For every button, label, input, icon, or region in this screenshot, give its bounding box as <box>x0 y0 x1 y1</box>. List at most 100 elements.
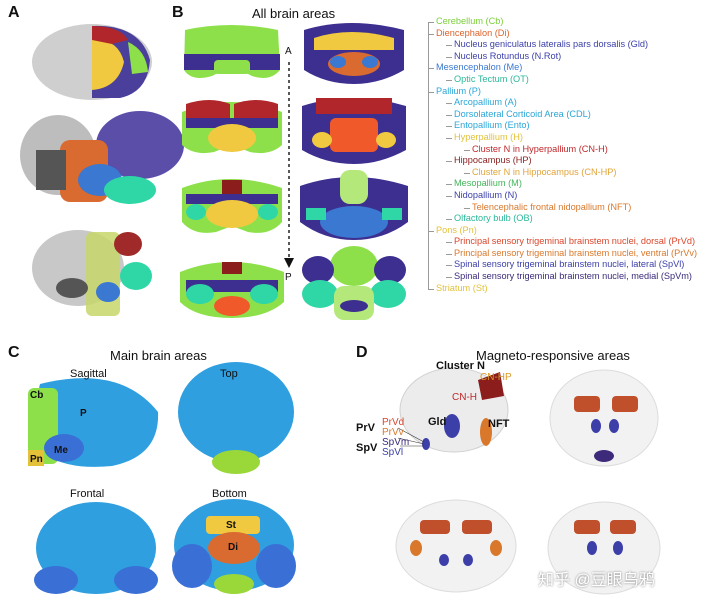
legend-connector <box>428 68 434 70</box>
label-prvd: PrVd <box>382 417 405 428</box>
legend-label: Arcopallium (A) <box>454 97 517 108</box>
legend-connector <box>464 207 470 209</box>
legend-connector <box>446 137 452 139</box>
label-cn-h: CN-H <box>452 392 477 403</box>
leader-prvd <box>397 427 425 443</box>
watermark: 知乎 @豆眼乌鸦 <box>538 572 655 589</box>
label-cb: Cb <box>30 390 44 401</box>
legend-label: Nucleus geniculatus lateralis pars dorsa… <box>454 39 649 50</box>
panel-a-brain-cutaway <box>20 111 184 204</box>
label-prvv: PrVv <box>382 427 404 438</box>
legend-connector <box>446 253 452 255</box>
label-cn-hp: CN-HP <box>480 372 512 383</box>
legend-connector <box>446 56 452 58</box>
panel-a-brain-front <box>32 230 152 316</box>
panel-c-letter: C <box>8 344 20 361</box>
legend-connector <box>446 277 452 279</box>
legend-trunk <box>428 22 429 289</box>
legend-connector <box>446 265 452 267</box>
legend-label: Nidopallium (N) <box>454 189 518 200</box>
legend-connector <box>464 172 470 174</box>
leader-prvv <box>397 437 425 445</box>
legend-label: Telencephalic frontal nidopallium (NFT) <box>472 201 632 212</box>
panel-c-title: Main brain areas <box>110 348 207 363</box>
legend-connector <box>446 45 452 47</box>
label-cluster-n: Cluster N <box>436 360 485 372</box>
panel-b-section-2-right <box>302 98 406 164</box>
label-st: St <box>226 520 236 531</box>
panel-c-sagittal <box>28 378 159 467</box>
legend-connector <box>428 22 434 23</box>
legend-connector <box>446 114 452 116</box>
legend-label: Dorsolateral Corticoid Area (CDL) <box>454 108 591 119</box>
legend-connector <box>446 79 452 81</box>
legend-connector <box>428 33 434 35</box>
legend-label: Striatum (St) <box>436 282 488 293</box>
legend-label: Pallium (P) <box>436 85 481 96</box>
legend-connector <box>446 126 452 128</box>
view-sagittal: Sagittal <box>70 368 107 380</box>
label-spv: SpV <box>356 442 378 454</box>
label-gld: Gld <box>428 416 447 428</box>
legend-label: Olfactory bulb (OB) <box>454 213 533 224</box>
legend-connector <box>428 230 434 232</box>
view-frontal: Frontal <box>70 488 105 500</box>
view-bottom: Bottom <box>212 488 247 500</box>
legend-connector <box>446 184 452 186</box>
panel-b-title: All brain areas <box>252 6 336 21</box>
legend-label: Cluster N in Hyperpallium (CN-H) <box>472 143 608 154</box>
label-di: Di <box>228 542 238 553</box>
label-spvm: SpVm <box>382 437 410 448</box>
legend-label: Spinal sensory trigeminal brainstem nucl… <box>454 271 692 282</box>
legend-label: Mesencephalon (Me) <box>436 62 523 73</box>
legend-label: Pons (Pn) <box>436 224 477 235</box>
label-spvl: SpVl <box>382 447 404 458</box>
panel-a-letter: A <box>8 4 20 21</box>
legend-label: Optic Tectum (OT) <box>454 73 529 84</box>
legend-connector <box>446 242 452 244</box>
legend-label: Cerebellum (Cb) <box>436 16 504 26</box>
legend-connector <box>446 161 452 163</box>
panel-b-section-4-right <box>302 246 406 320</box>
legend-label: Nucleus Rotundus (N.Rot) <box>454 50 562 61</box>
legend-connector <box>446 103 452 105</box>
panel-c-frontal <box>34 502 158 594</box>
label-pn: Pn <box>30 454 43 465</box>
legend-label: Hyperpallium (H) <box>454 131 523 142</box>
panel-b-section-3-right <box>300 170 408 240</box>
label-prv: PrV <box>356 422 375 434</box>
ap-axis-arrowhead <box>284 258 294 268</box>
panel-b-section-1-left <box>184 25 280 78</box>
legend-label: Hippocampus (HP) <box>454 155 532 166</box>
legend-connector <box>428 91 434 93</box>
legend-label: Mesopallium (M) <box>454 178 522 189</box>
panel-d-frontal <box>395 499 517 593</box>
panel-d-top <box>549 369 659 467</box>
legend-label: Cluster N in Hippocampus (CN-HP) <box>472 166 617 177</box>
legend-connector <box>446 195 452 197</box>
panel-b-section-2-left <box>182 100 282 154</box>
legend-label: Spinal sensory trigeminal brainstem nucl… <box>454 259 685 270</box>
panel-c-top <box>178 362 294 474</box>
panel-b-section-4-left <box>180 262 284 318</box>
panel-d-sagittal <box>399 367 509 453</box>
panel-b-letter: B <box>172 4 184 21</box>
label-p: P <box>80 408 87 419</box>
legend-label: Diencephalon (Di) <box>436 27 510 38</box>
legend-label: Entopallium (Ento) <box>454 120 530 131</box>
panel-b-section-1-right <box>304 23 404 84</box>
legend-connector <box>446 219 452 221</box>
view-top: Top <box>220 368 238 380</box>
label-me: Me <box>54 445 68 456</box>
panel-a-brain-side <box>32 24 152 100</box>
label-nft: NFT <box>488 418 510 430</box>
panel-d-bottom <box>547 501 661 595</box>
panel-b-section-3-left <box>182 179 282 233</box>
legend-label: Principal sensory trigeminal brainstem n… <box>454 236 696 247</box>
panel-c-bottom <box>172 499 296 594</box>
legend-label: Principal sensory trigeminal brainstem n… <box>454 247 698 258</box>
legend-connector <box>464 149 470 151</box>
panel-d-title: Magneto-responsive areas <box>476 348 630 363</box>
axis-label-p: P <box>285 272 292 283</box>
